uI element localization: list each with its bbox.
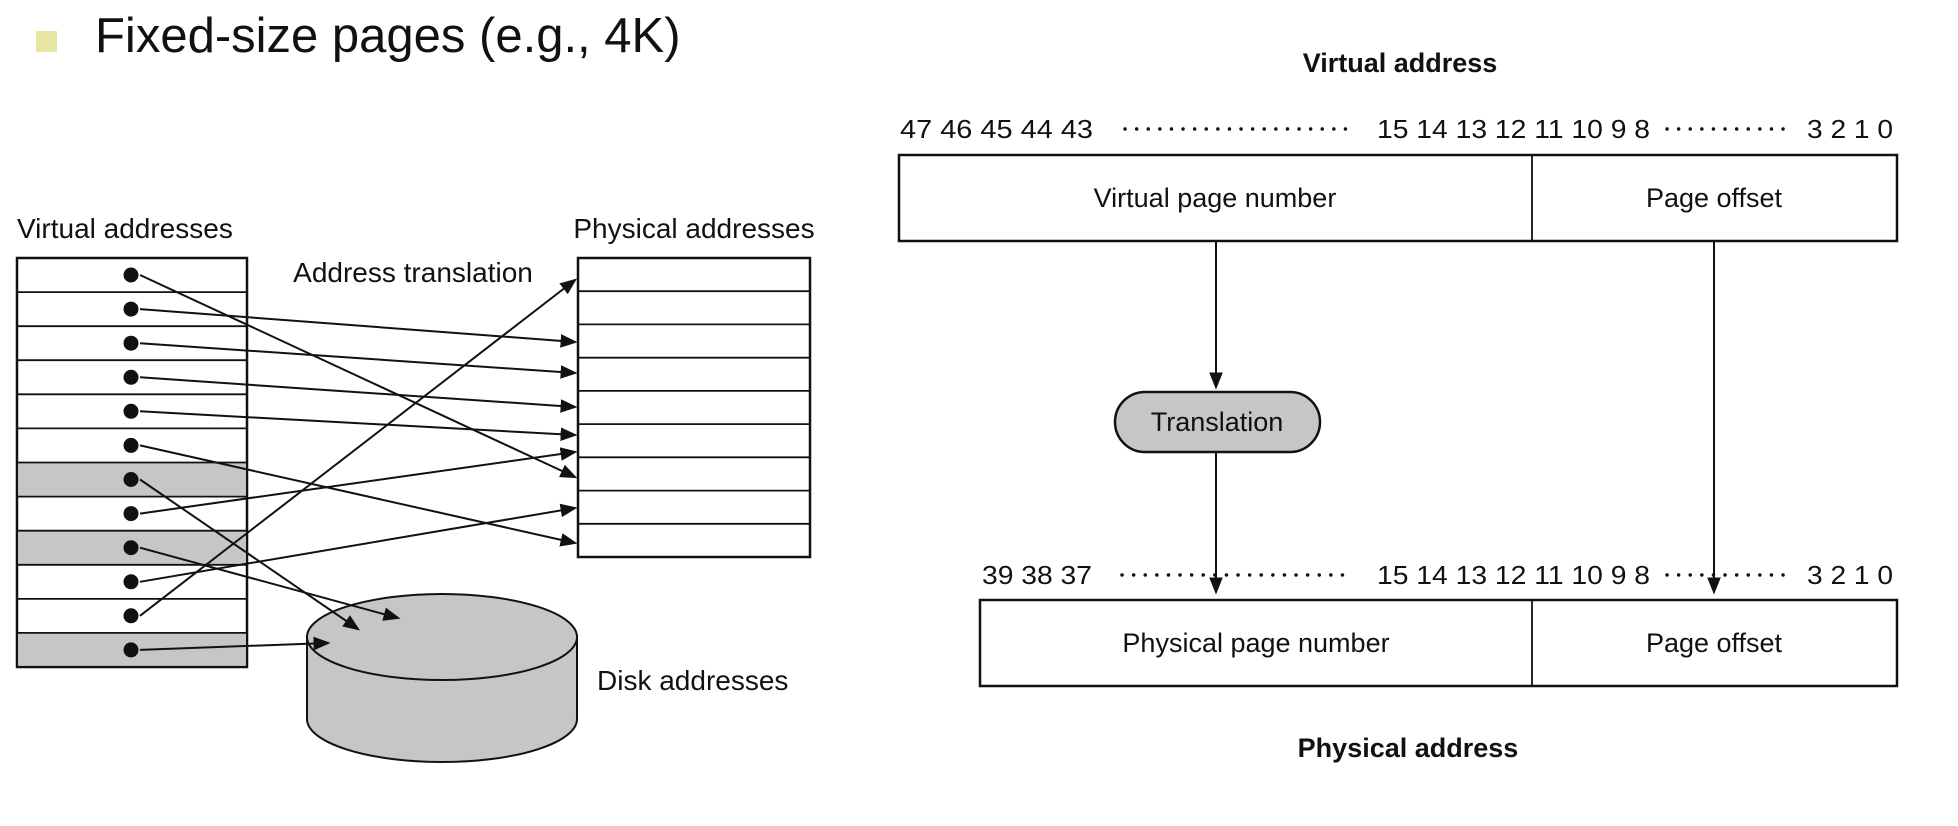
page-dot	[123, 437, 139, 453]
virtual-address-title: Virtual address	[1303, 48, 1498, 78]
disk-addresses-label: Disk addresses	[597, 665, 788, 696]
pa-high-bits: 39 38 37	[982, 560, 1092, 590]
physical-bit-numbers: 39 38 37 15 14 13 12 11 10 9 8 3 2 1 0	[982, 560, 1893, 590]
arrow-virtual-5-to-physical-6	[139, 410, 578, 442]
mapping-arrows	[139, 274, 578, 651]
virtual-address-box: Virtual page number Page offset	[897, 153, 1899, 243]
page-dot	[123, 506, 139, 522]
arrow-virtual-6-to-physical-9	[139, 444, 578, 547]
physical-table-frame	[576, 256, 812, 559]
page-dot	[123, 472, 139, 487]
address-translation-label: Address translation	[293, 257, 533, 288]
virtual-page-number-label: Virtual page number	[1094, 183, 1337, 213]
translation-pill	[1113, 390, 1322, 454]
physical-address-frame	[978, 598, 1899, 688]
physical-page-number-label: Physical page number	[1122, 628, 1389, 658]
page-offset-label: Page offset	[1646, 183, 1783, 213]
page-dot	[123, 642, 139, 658]
arrow-virtual-1-to-physical-7	[139, 274, 578, 479]
virtual-addresses-label: Virtual addresses	[17, 213, 233, 244]
bullet-icon	[36, 31, 57, 52]
arrow-virtual-9-to-disk	[139, 546, 401, 621]
page-dots	[123, 267, 139, 658]
virtual-bit-numbers: 47 46 45 44 43 15 14 13 12 11 10 9 8 3 2…	[900, 114, 1893, 144]
physical-address-title: Physical address	[1298, 733, 1519, 763]
pa-low-bits: 3 2 1 0	[1807, 560, 1893, 590]
slide-title-row: Fixed-size pages (e.g., 4K)	[36, 9, 681, 64]
page-dot	[123, 301, 139, 317]
arrow-virtual-7-to-disk	[139, 478, 361, 631]
physical-table-row-separators	[578, 290, 810, 525]
translation-label: Translation	[1151, 407, 1284, 437]
arrow-virtual-4-to-physical-5	[139, 376, 578, 413]
arrow-virtual-10-to-physical-8	[139, 503, 578, 583]
page-dot	[123, 335, 139, 351]
page-title: Fixed-size pages (e.g., 4K)	[95, 9, 681, 63]
disk-top	[306, 593, 578, 681]
page-offset-label: Page offset	[1646, 628, 1783, 658]
page-dot	[123, 369, 139, 385]
page-dot	[123, 608, 139, 624]
virtual-table-row-separators	[17, 291, 247, 634]
va-high-bits: 47 46 45 44 43	[900, 114, 1093, 144]
disk-cylinder	[306, 593, 578, 763]
pa-mid-bits: 15 14 13 12 11 10 9 8	[1377, 560, 1650, 590]
page-dot	[123, 403, 139, 419]
physical-addresses-label: Physical addresses	[573, 213, 814, 244]
virtual-address-frame	[897, 153, 1899, 243]
page-dot	[123, 540, 139, 556]
physical-address-box: Physical page number Page offset	[978, 598, 1899, 688]
address-translation-diagram: Virtual address 47 46 45 44 43 15 14 13 …	[897, 48, 1899, 763]
physical-address-table	[576, 256, 812, 559]
page-dot	[123, 574, 139, 590]
address-mapping-diagram: Virtual addresses Physical addresses Add…	[15, 213, 815, 763]
page-dot	[123, 267, 139, 283]
arrow-virtual-12-to-disk	[139, 636, 331, 651]
va-mid-bits: 15 14 13 12 11 10 9 8	[1377, 114, 1650, 144]
va-low-bits: 3 2 1 0	[1807, 114, 1893, 144]
arrow-virtual-11-to-physical-1	[139, 278, 578, 617]
arrow-virtual-8-to-physical-6	[139, 447, 578, 515]
translation-bubble: Translation	[1113, 390, 1322, 454]
arrow-virtual-3-to-physical-4	[139, 342, 578, 379]
